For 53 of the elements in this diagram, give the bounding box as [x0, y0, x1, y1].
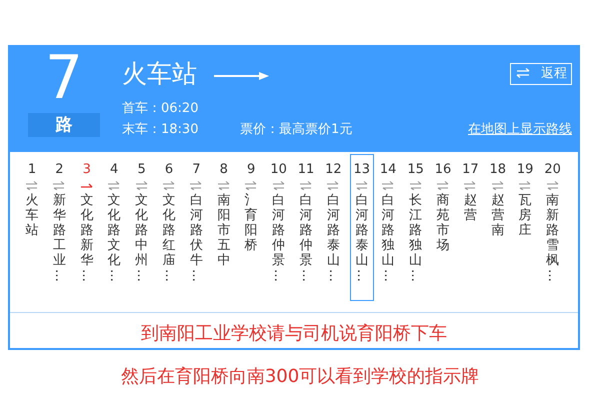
stop-number: 7 [191, 162, 202, 178]
stop-name: 白河路泰山… [326, 193, 340, 283]
first-bus-time: 首车：06:20 [122, 101, 200, 117]
stop-name: 瓦房庄 [518, 193, 532, 238]
stop-list-panel [8, 152, 580, 350]
stop-number: 11 [296, 162, 316, 178]
stop-number: 20 [543, 162, 562, 178]
route-suffix: 路 [28, 113, 100, 138]
stop-number: 10 [269, 162, 288, 178]
origin-stop: 火车站 [122, 59, 198, 89]
caption: 然后在育阳桥向南300可以看到学校的指示牌 [120, 365, 480, 388]
return-trip-button: 返程 [510, 63, 572, 85]
stop-number: 3 [82, 162, 92, 178]
stop-name: 文化路红庙… [162, 193, 176, 283]
stop-name: 白河路独山… [382, 193, 395, 283]
stop-number: 14 [378, 162, 398, 178]
stop-name: 白河路伏牛… [190, 193, 203, 283]
stop-number: 9 [246, 162, 256, 178]
stop-number: 1 [26, 162, 38, 178]
stop-name: 白河路仲景… [300, 193, 312, 283]
selected-stop-frame [350, 154, 374, 301]
stop-name: 新华路工业… [52, 193, 66, 283]
stop-number: 19 [516, 162, 534, 178]
stop-name: 文化路文化… [108, 193, 121, 283]
stop-name: 白河路仲景… [272, 193, 286, 283]
stop-number: 17 [461, 162, 480, 178]
stop-number: 5 [136, 162, 147, 178]
stop-name: 赵营南 [491, 193, 504, 238]
stop-number: 15 [406, 162, 425, 178]
stop-name: 长江路独山… [409, 193, 422, 283]
stop-name: 南新路雪枫… [546, 193, 560, 283]
stop-number: 18 [488, 162, 508, 178]
stop-name: 商苑市场 [436, 193, 450, 253]
show-route-on-map-link: 在地图上显示路线 [467, 122, 572, 138]
notice-text: 到南阳工业学校请与司机说育阳桥下车 [10, 312, 578, 345]
stop-number: 6 [164, 162, 174, 178]
stop-name: 南阳市五中 [217, 193, 230, 268]
stop-name: 氵育阳桥 [244, 193, 258, 253]
stop-name: 文化路新华… [80, 193, 94, 283]
stop-number: 4 [109, 162, 120, 178]
stop-name: 白河路泰山… [355, 193, 368, 283]
stop-name: 火车站 [26, 193, 38, 238]
route-header-band [8, 45, 580, 152]
route-number: 7 [44, 48, 84, 108]
last-bus-time: 末车：18:30 [122, 122, 200, 138]
fare-info: 票价：最高票价1元 [240, 122, 354, 138]
stop-number: 16 [434, 162, 452, 178]
stop-number: 13 [352, 162, 372, 178]
stop-name: 文化路中州… [135, 193, 148, 283]
stop-name: 赵营 [464, 193, 477, 223]
stop-number: 12 [324, 162, 343, 178]
stop-number: 2 [54, 162, 65, 178]
stop-number: 8 [218, 162, 229, 178]
